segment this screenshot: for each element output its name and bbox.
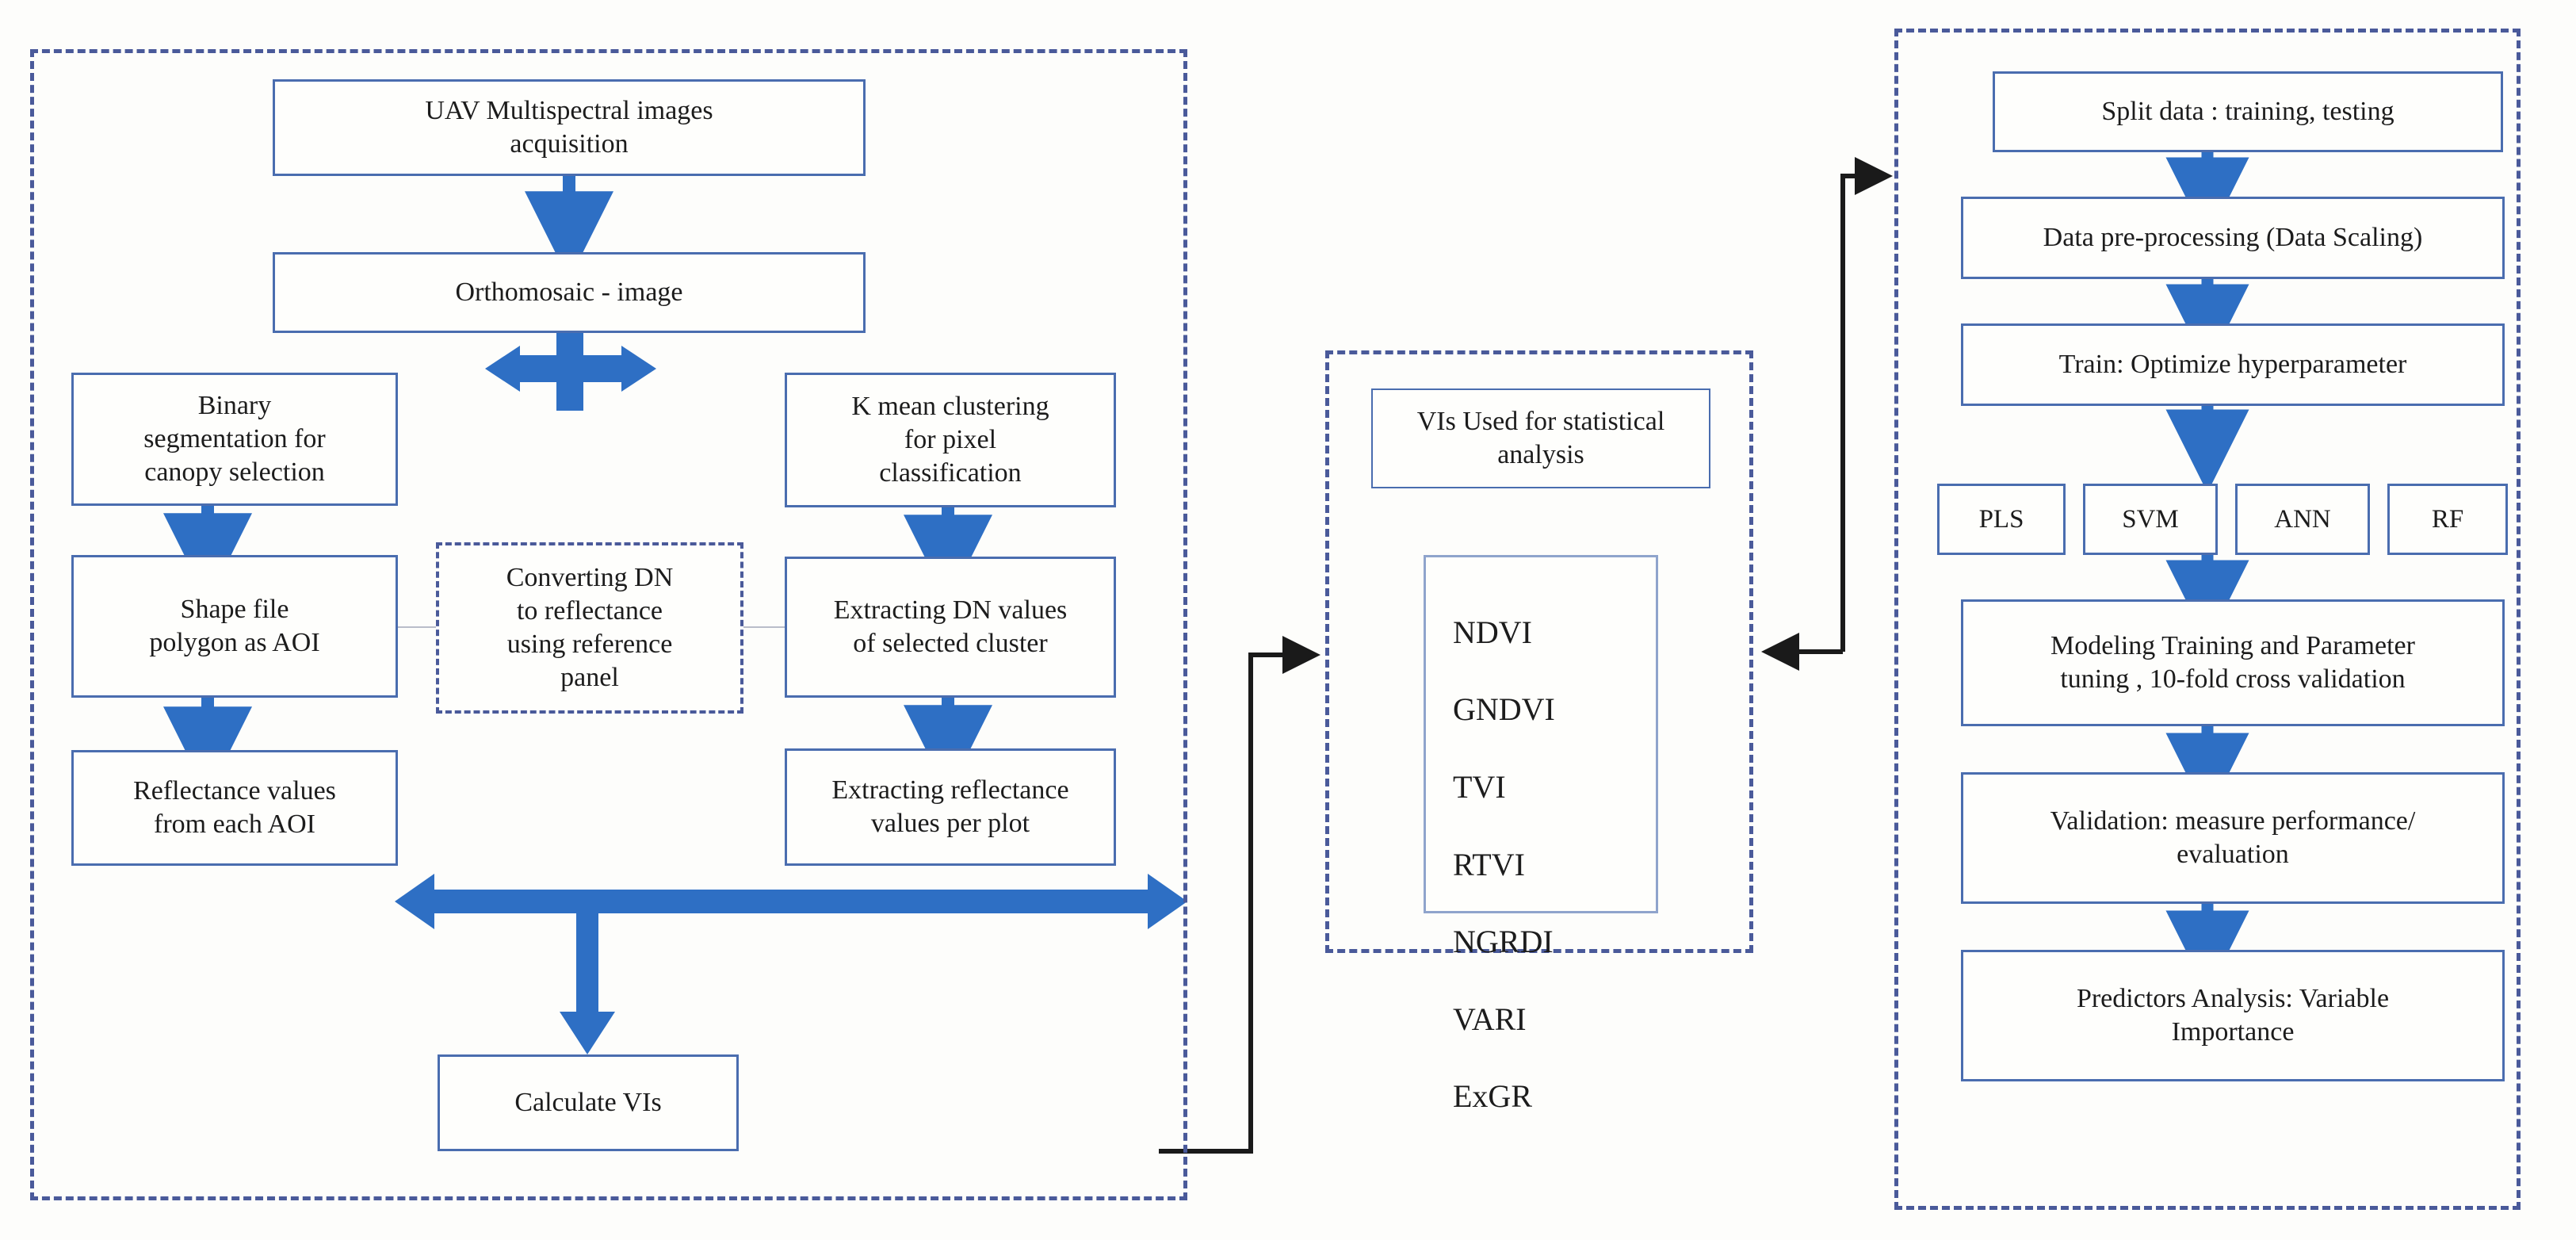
vegetation-indices-panel xyxy=(1325,350,1753,953)
box-validation-measure-performance[interactable]: Validation: measure performance/ evaluat… xyxy=(1961,772,2505,904)
box-model-pls[interactable]: PLS xyxy=(1937,484,2066,555)
box-vis-used-header[interactable]: VIs Used for statistical analysis xyxy=(1371,388,1710,488)
box-model-rf[interactable]: RF xyxy=(2387,484,2508,555)
box-reflectance-values-aoi[interactable]: Reflectance values from each AOI xyxy=(71,750,398,866)
machine-learning-panel xyxy=(1894,29,2521,1210)
list-item-vari: VARI xyxy=(1453,1001,1527,1037)
box-extracting-reflectance-values[interactable]: Extracting reflectance values per plot xyxy=(785,748,1116,866)
box-extracting-dn-values[interactable]: Extracting DN values of selected cluster xyxy=(785,557,1116,698)
box-split-data[interactable]: Split data : training, testing xyxy=(1993,71,2503,152)
box-uav-acquisition[interactable]: UAV Multispectral images acquisition xyxy=(273,79,866,176)
box-train-optimize-hyperparameter[interactable]: Train: Optimize hyperparameter xyxy=(1961,323,2505,406)
hairline-shapefile-to-converting xyxy=(396,626,441,628)
box-shape-file-polygon[interactable]: Shape file polygon as AOI xyxy=(71,555,398,698)
box-vis-list: NDVI GNDVI TVI RTVI NGRDI VARI ExGR xyxy=(1424,555,1658,1114)
box-model-ann[interactable]: ANN xyxy=(2235,484,2370,555)
box-orthomosaic[interactable]: Orthomosaic - image xyxy=(273,252,866,333)
box-modeling-training-parameter-tuning[interactable]: Modeling Training and Parameter tuning ,… xyxy=(1961,599,2505,726)
box-converting-dn-to-reflectance[interactable]: Converting DN to reflectance using refer… xyxy=(436,542,743,714)
list-item-exgr: ExGR xyxy=(1453,1078,1532,1115)
list-item-tvi: TVI xyxy=(1453,768,1506,805)
box-model-svm[interactable]: SVM xyxy=(2083,484,2218,555)
box-predictors-analysis[interactable]: Predictors Analysis: Variable Importance xyxy=(1961,950,2505,1081)
box-calculate-vis[interactable]: Calculate VIs xyxy=(438,1054,739,1151)
box-binary-segmentation[interactable]: Binary segmentation for canopy selection xyxy=(71,373,398,506)
hairline-converting-to-extractdn xyxy=(743,626,788,628)
box-kmean-clustering[interactable]: K mean clustering for pixel classificati… xyxy=(785,373,1116,507)
list-item-ndvi: NDVI xyxy=(1453,614,1532,650)
list-item-ngrdi: NGRDI xyxy=(1453,924,1554,960)
connector-vis-panel-to-ml-panel xyxy=(1761,157,1893,671)
box-data-preprocessing[interactable]: Data pre-processing (Data Scaling) xyxy=(1961,197,2505,279)
image-processing-panel xyxy=(30,49,1187,1200)
list-item-gndvi: GNDVI xyxy=(1453,691,1555,728)
list-item-rtvi: RTVI xyxy=(1453,846,1525,882)
